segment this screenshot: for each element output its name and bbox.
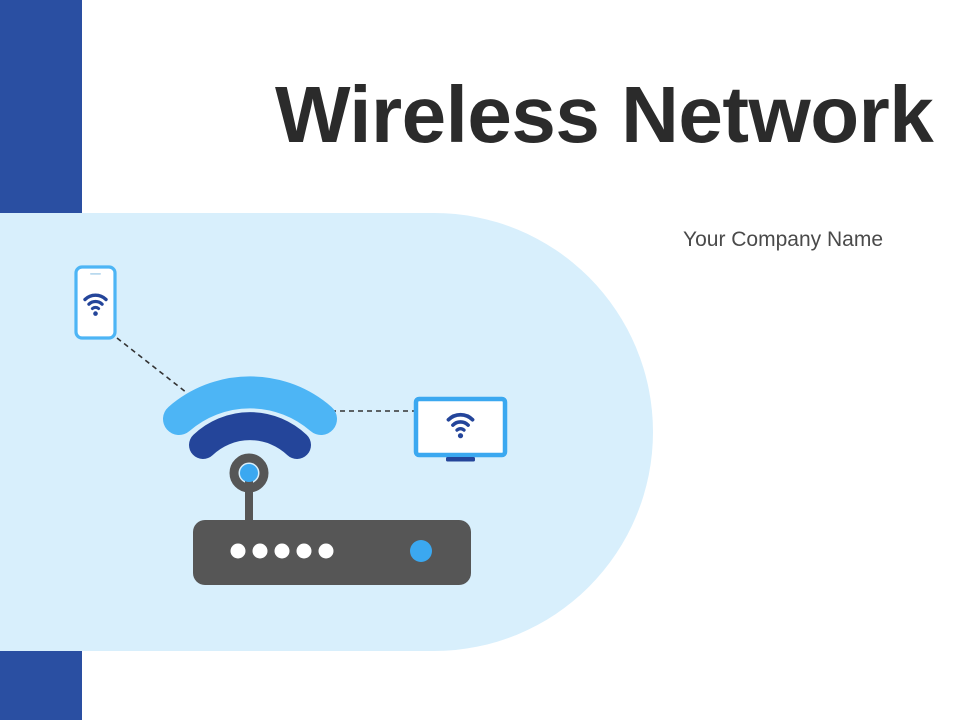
- bottom-accent-bar: [0, 651, 82, 720]
- page-title: Wireless Network: [275, 70, 934, 159]
- company-name-label: Your Company Name: [683, 228, 883, 251]
- monitor-stand: [446, 457, 475, 462]
- router-antenna-stem: [245, 475, 253, 525]
- router-led: [230, 543, 246, 559]
- monitor-body: [413, 396, 508, 458]
- router[interactable]: [193, 453, 471, 585]
- router-led: [274, 543, 290, 559]
- smartphone-speaker: [90, 273, 101, 275]
- monitor-device[interactable]: [413, 396, 508, 462]
- wireless-network-diagram: [0, 213, 653, 651]
- wifi-signal-outer-arc: [163, 376, 337, 435]
- router-led: [296, 543, 312, 559]
- router-antenna-core: [240, 464, 258, 482]
- wifi-icon: [446, 412, 475, 439]
- router-led: [252, 543, 268, 559]
- wifi-signal-inner-arc: [189, 412, 311, 459]
- router-status-light: [410, 540, 432, 562]
- router-led: [318, 543, 334, 559]
- router-antenna-ring: [229, 453, 269, 493]
- top-accent-bar: [0, 0, 82, 213]
- smartphone-device[interactable]: [74, 265, 117, 340]
- link-phone-to-signal: [116, 337, 197, 401]
- wifi-icon: [83, 293, 108, 316]
